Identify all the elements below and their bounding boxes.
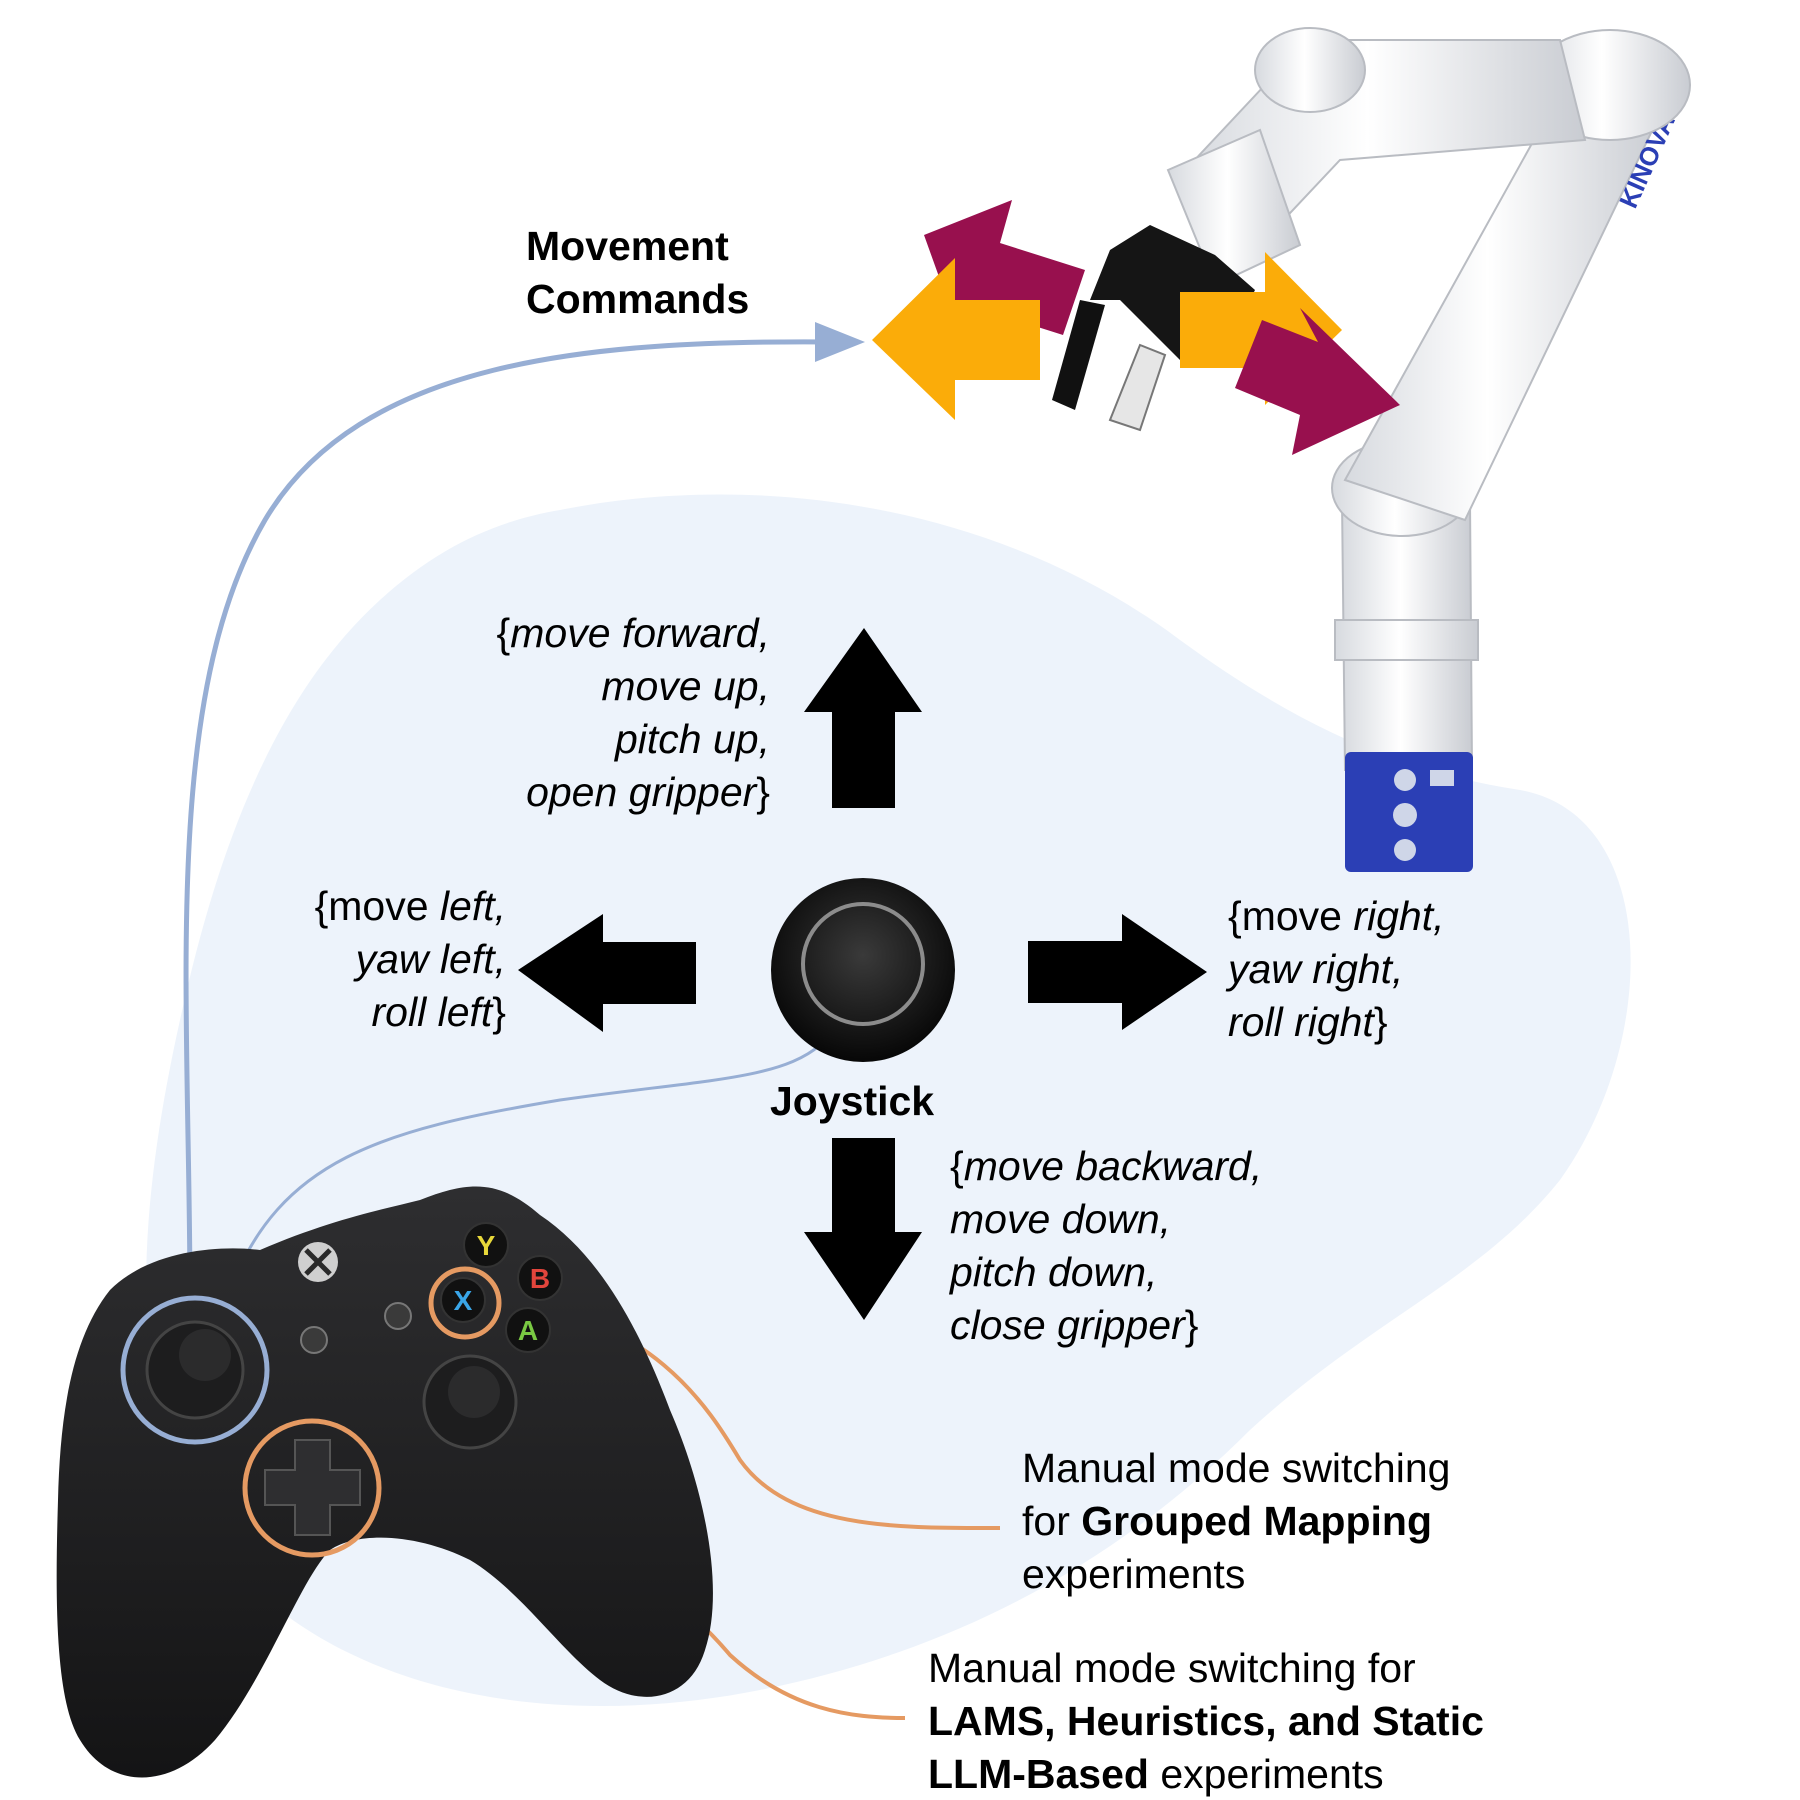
down-line1: {move backward, [950,1143,1263,1189]
robot-connector-3 [1394,839,1416,861]
right-line3: roll right} [1228,999,1388,1045]
lams-label: Manual mode switching for LAMS, Heuristi… [928,1642,1484,1800]
lams-line1: Manual mode switching for [928,1645,1416,1691]
down-line2: move down, [950,1196,1172,1242]
grouped-mapping-label: Manual mode switching for Grouped Mappin… [1022,1442,1450,1601]
left-stick-highlight [120,1295,270,1445]
robot-wrist-joint [1254,27,1366,113]
grouped-line2: for Grouped Mapping [1022,1498,1432,1544]
connector-arrowhead [815,322,865,362]
joystick-knob-ring [801,902,925,1026]
left-line1: {move left, [314,883,506,929]
x-button-letter: X [454,1285,473,1316]
right-line2: yaw right, [1228,946,1404,992]
up-line3: pitch up, [615,716,770,762]
lams-line3: LLM-Based experiments [928,1751,1384,1797]
x-button-highlight [428,1266,502,1340]
maroon-arrow-right [1235,308,1400,455]
up-commands-label: {move forward, move up, pitch up, open g… [380,607,770,819]
down-line4: close gripper} [950,1302,1199,1348]
left-line3: roll left} [371,989,506,1035]
down-commands-label: {move backward, move down, pitch down, c… [950,1140,1262,1352]
left-line2: yaw left, [355,936,506,982]
up-line4: open gripper} [526,769,770,815]
gripper-finger-right [1108,343,1167,432]
connector-joystick-to-stick [228,1043,821,1291]
a-button [505,1307,551,1353]
menu-button-icon [384,1302,412,1330]
x-button [440,1277,486,1323]
robot-connector-1 [1394,769,1416,791]
right-commands-label: {move right, yaw right, roll right} [1228,890,1445,1049]
y-button [463,1222,509,1268]
dpad-icon [264,1439,361,1536]
right-line1: {move right, [1228,893,1445,939]
arrow-down [804,1138,922,1320]
gripper-finger-left [1052,300,1105,410]
grouped-line3: experiments [1022,1551,1246,1597]
b-button-letter: B [530,1263,550,1294]
down-line3: pitch down, [950,1249,1158,1295]
joystick-label: Joystick [770,1078,935,1124]
robot-wrist [1166,128,1302,287]
gold-arrow-left [872,258,1040,420]
y-button-letter: Y [477,1230,496,1261]
dpad-highlight [242,1418,382,1558]
lams-line2: LAMS, Heuristics, and Static [928,1698,1484,1744]
connector-controller-to-robot [183,339,833,1301]
robot-base-collar [1334,619,1479,661]
a-button-letter: A [518,1315,538,1346]
view-button-icon [300,1326,328,1354]
arrow-right [1028,914,1207,1030]
robot-connector-2 [1393,803,1417,827]
arrow-up [804,628,922,808]
grouped-line1: Manual mode switching [1022,1445,1451,1491]
left-stick-cap [179,1329,231,1381]
movement-commands-label: Movement Commands [526,220,749,326]
xbox-logo-x [304,1248,332,1276]
up-line2: move up, [601,663,770,709]
movement-commands-line1: Movement [526,223,729,269]
up-line1: {move forward, [496,610,770,656]
left-commands-label: {move left, yaw left, roll left} [200,880,506,1039]
b-button [517,1255,563,1301]
arrow-left [518,914,696,1032]
game-controller: Y B X A [56,1186,713,1778]
movement-commands-line2: Commands [526,276,750,322]
robot-port [1430,770,1454,786]
right-stick-cap [448,1366,500,1418]
